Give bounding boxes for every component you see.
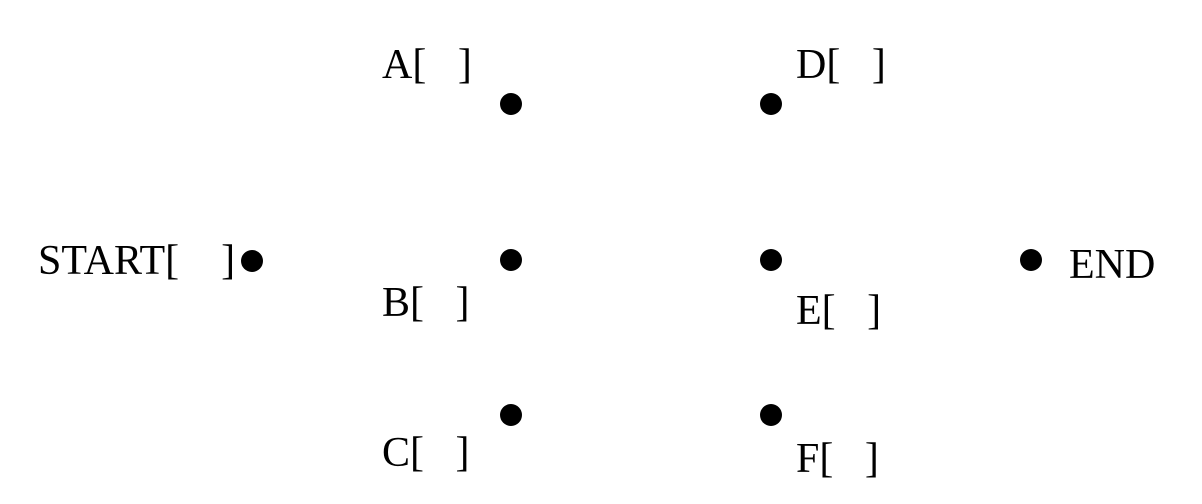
node-dot-e	[760, 249, 782, 271]
node-label-start: START[ ]	[38, 238, 236, 284]
node-label-c: C[ ]	[382, 430, 470, 476]
node-label-end: END	[1069, 242, 1156, 288]
node-label-a: A[ ]	[382, 42, 472, 88]
node-label-d: D[ ]	[796, 42, 886, 88]
node-dot-b	[500, 249, 522, 271]
node-dot-end	[1020, 249, 1042, 271]
node-label-b: B[ ]	[382, 280, 470, 326]
node-dot-start	[241, 250, 263, 272]
node-dot-a	[500, 93, 522, 115]
node-dot-c	[500, 404, 522, 426]
node-label-f: F[ ]	[796, 436, 879, 482]
node-dot-f	[760, 404, 782, 426]
node-dot-d	[760, 93, 782, 115]
node-label-e: E[ ]	[796, 288, 882, 334]
